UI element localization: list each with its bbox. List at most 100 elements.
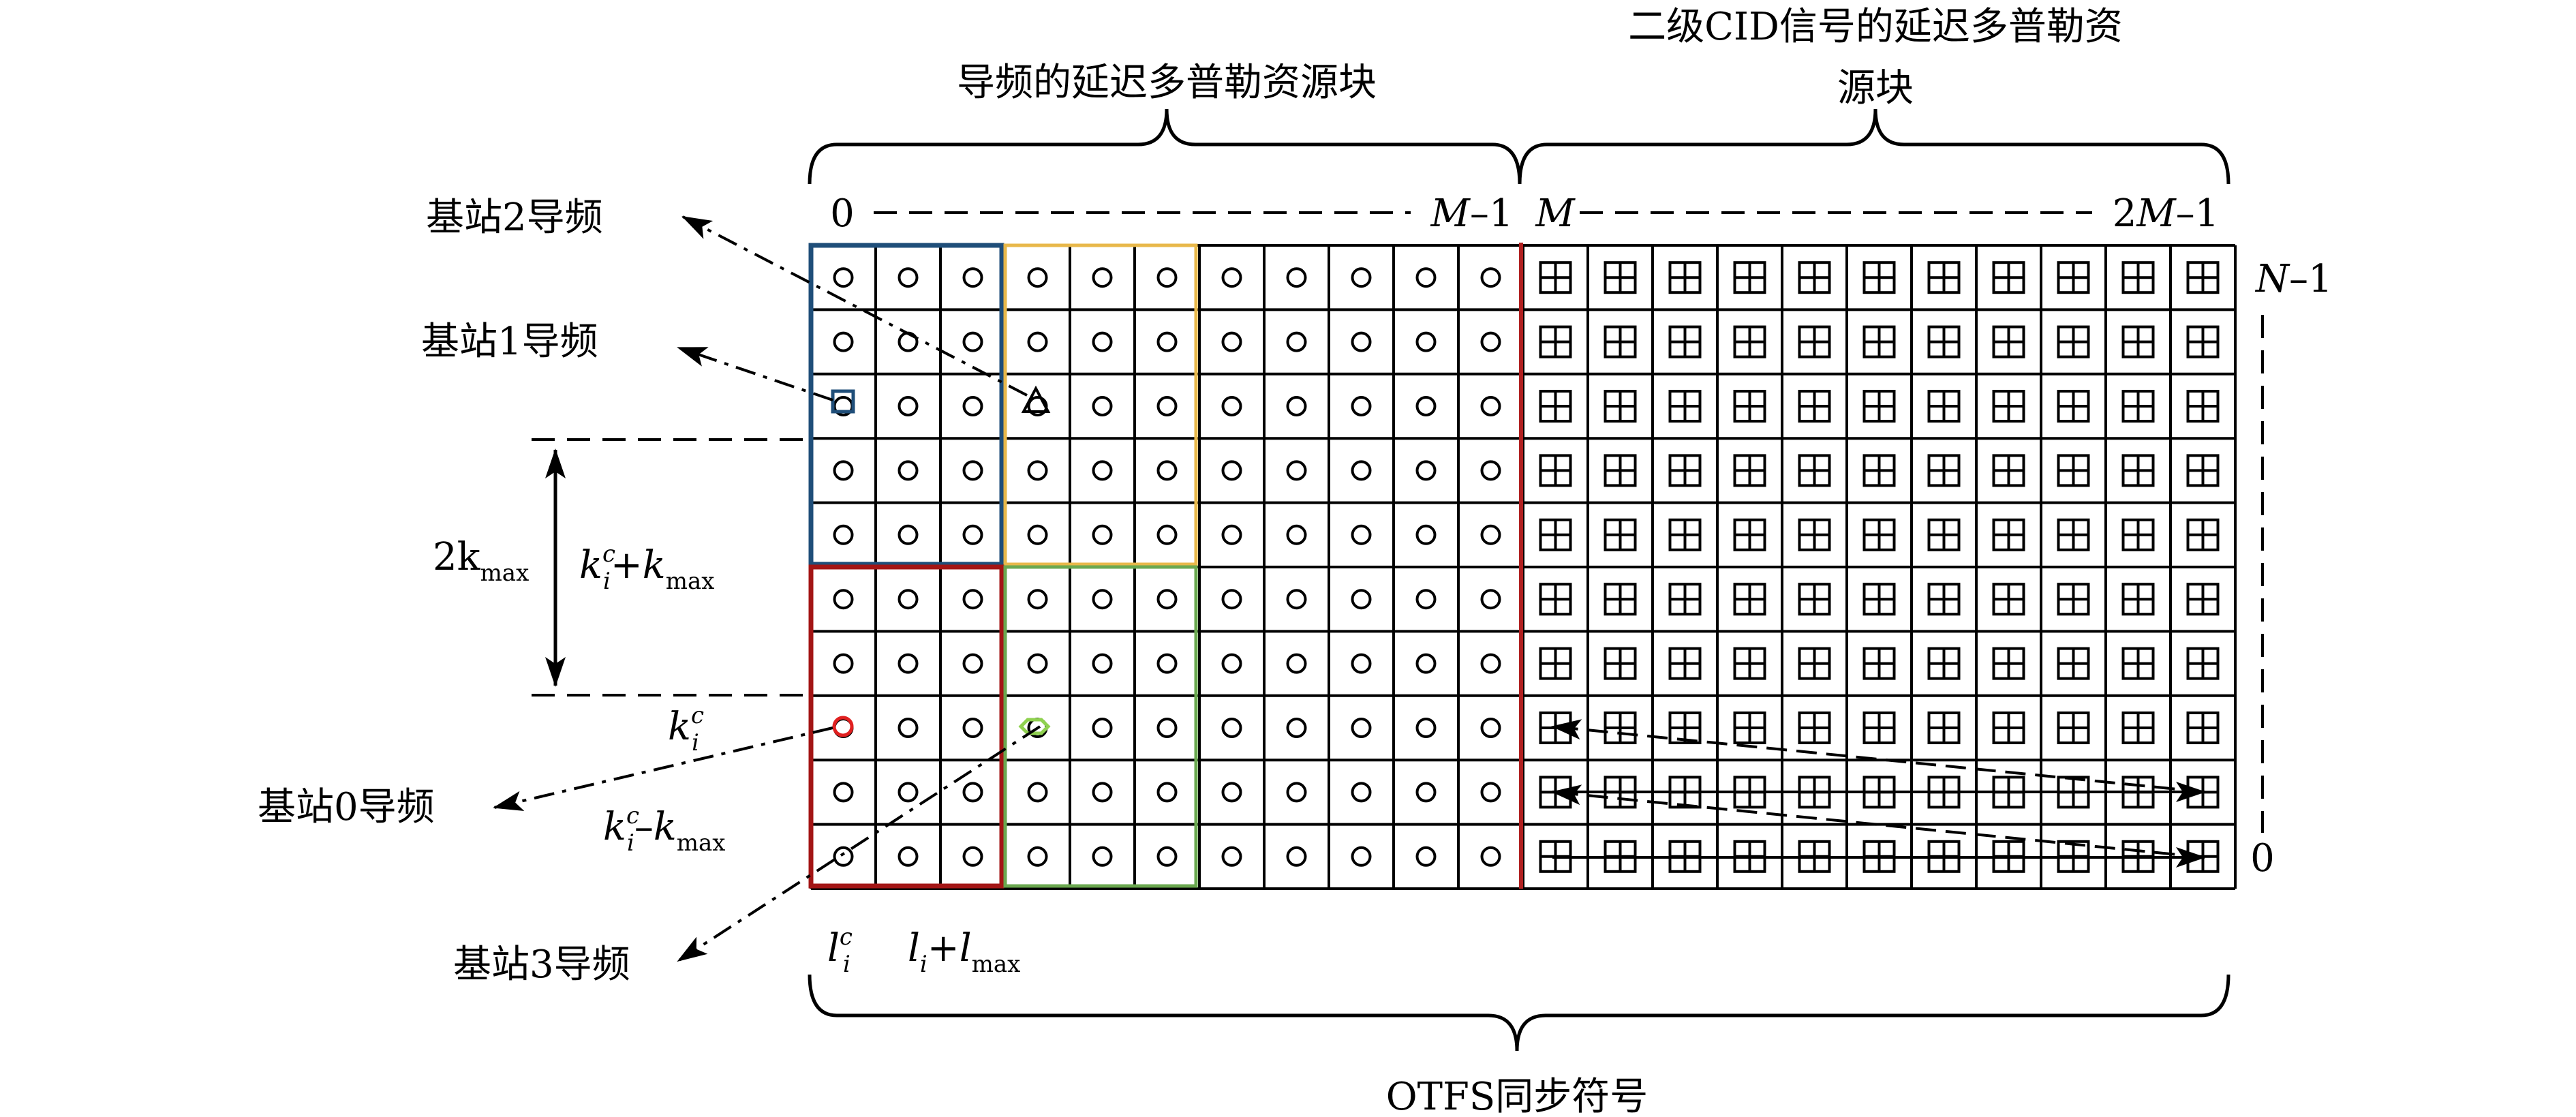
base-station-labels: 基站2导频 基站1导频 基站0导频 基站3导频 — [258, 196, 630, 987]
pilot-cell-circle — [1286, 782, 1307, 803]
axis-top-m1: M–1 — [1430, 192, 1514, 236]
pilot-cell-circle — [1027, 460, 1048, 481]
pilot-cell-circle — [1221, 846, 1242, 867]
pilot-cell-circle — [1480, 718, 1501, 738]
pilot-cell-circle — [1156, 846, 1178, 867]
pilot-cell-circle — [898, 396, 919, 416]
pilot-cell-circle — [1480, 524, 1501, 545]
pilot-cell-circle — [833, 782, 854, 803]
pilot-cell-circle — [1092, 524, 1113, 545]
pilot-cell-circle — [833, 460, 854, 481]
lbl2-c: c — [691, 702, 704, 729]
bs0-block-red — [808, 564, 1005, 889]
pilot-cell-circle — [1286, 524, 1307, 545]
pilot-cell-circle — [1415, 782, 1437, 803]
pilot-cell-circle — [1480, 460, 1501, 481]
otfs-brace — [808, 974, 2230, 1052]
pilot-cell-circle — [1156, 718, 1178, 738]
pilot-cell-circle — [898, 589, 919, 610]
axis-top-2m1-rest: –1 — [2176, 192, 2220, 236]
leader-lines — [493, 215, 1041, 962]
pilot-cell-circle — [1286, 653, 1307, 674]
axis-labels: 0 M–1 M 2M–1 N–1 0 — [830, 192, 2332, 881]
bs3-block-green — [1003, 565, 1198, 888]
pilot-cell-circle — [1351, 524, 1372, 545]
axis-dashes — [532, 211, 2264, 833]
pilot-brace — [808, 108, 1522, 185]
axis-top-2m1: 2M–1 — [2113, 192, 2220, 236]
cid-arrow-3 — [1551, 784, 2205, 859]
label-bs2: 基站2导频 — [426, 196, 603, 240]
pilot-block-title: 导频的延迟多普勒资源块 — [957, 61, 1377, 105]
leader-bs0 — [493, 726, 833, 811]
pilot-cell-circle — [898, 460, 919, 481]
pilot-cell-circle — [1351, 589, 1372, 610]
pilot-cell-circle — [1286, 267, 1307, 288]
pilot-cell-circle — [833, 267, 854, 288]
pilot-cell-circle — [898, 846, 919, 867]
pilot-cell-circle — [962, 331, 983, 352]
pilot-cell-circle — [1156, 524, 1178, 545]
label-2kmax-sub: max — [480, 560, 530, 587]
pilot-cell-circle — [1156, 331, 1178, 352]
pilot-cell-circle — [898, 782, 919, 803]
pilot-cell-circle — [1221, 782, 1242, 803]
label-li-plus-lmax: li+lmax — [908, 926, 1020, 978]
pilot-cell-circle — [1156, 267, 1178, 288]
lbl3-minus: – — [634, 805, 654, 849]
pilot-cell-circle — [1415, 718, 1437, 738]
pilot-cell-circle — [1286, 846, 1307, 867]
pilot-cell-circle — [1092, 331, 1113, 352]
braces — [808, 108, 2230, 1052]
pilot-cell-circle — [1221, 331, 1242, 352]
pilot-cell-circle — [1027, 331, 1048, 352]
label-bs1: 基站1导频 — [421, 320, 598, 364]
pilot-cell-circle — [962, 782, 983, 803]
pilot-cell-circle — [898, 718, 919, 738]
bs2-block-yellow — [1003, 243, 1198, 566]
axis-right-n1: N–1 — [2254, 257, 2333, 301]
bs1-pilot-square — [831, 389, 855, 414]
pilot-cell-circle — [1221, 460, 1242, 481]
axis-right-n1-rest: –1 — [2289, 257, 2333, 301]
lbl2-i: i — [692, 729, 699, 756]
pilot-cell-circle — [1286, 460, 1307, 481]
cid-block-title-line2: 源块 — [1837, 66, 1914, 110]
pilot-cell-circle — [1415, 846, 1437, 867]
pilot-cell-circle — [833, 846, 854, 867]
axis-top-m1-var: M — [1430, 192, 1471, 236]
pilot-cell-circle — [1415, 524, 1437, 545]
pilot-cell-circle — [1480, 331, 1501, 352]
pilot-cell-circle — [1415, 589, 1437, 610]
pilot-cell-circle — [1027, 653, 1048, 674]
pilot-cell-circle — [1027, 589, 1048, 610]
pilot-cell-circle — [1156, 460, 1178, 481]
axis-top-2m1-var: M — [2136, 192, 2177, 236]
lbl3-k2: k — [654, 805, 677, 849]
pilot-cell-circle — [1092, 782, 1113, 803]
label-2kmax: 2kmax — [433, 535, 529, 587]
pilot-cell-circle — [1156, 589, 1178, 610]
pilot-cell-circle — [1286, 331, 1307, 352]
bs2-pilot-triangle — [1021, 385, 1051, 413]
pilot-cell-circle — [833, 653, 854, 674]
lbl4-i: i — [843, 951, 850, 978]
bs0-pilot-red — [832, 716, 854, 737]
lbl3-i: i — [627, 829, 634, 857]
pilot-cell-circle — [1027, 267, 1048, 288]
block-titles: 导频的延迟多普勒资源块 二级CID信号的延迟多普勒资 源块 OTFS同步符号 — [957, 5, 2123, 1117]
pilot-cell-circle — [962, 653, 983, 674]
leader-bs3 — [677, 725, 1041, 962]
lbl3-k: k — [603, 805, 626, 849]
lbl1-i: i — [603, 568, 611, 595]
pilot-cell-circle — [1480, 267, 1501, 288]
lbl2-k: k — [668, 705, 691, 749]
cid-block-title-line1: 二级CID信号的延迟多普勒资 — [1628, 5, 2123, 49]
leader-bs2 — [681, 215, 1028, 397]
pilot-cell-circle — [1351, 267, 1372, 288]
